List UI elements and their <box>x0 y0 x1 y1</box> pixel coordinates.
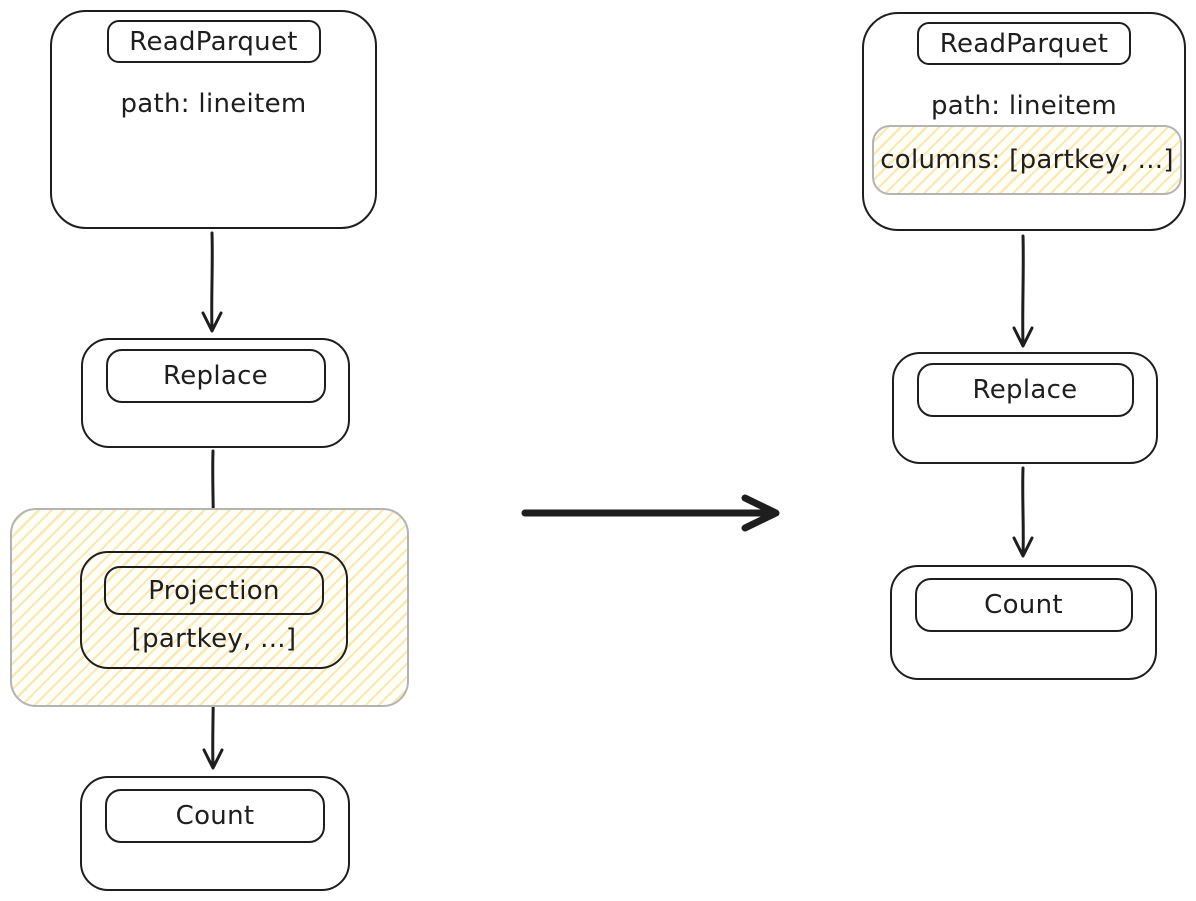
node-title: Projection <box>104 566 324 615</box>
node-title: Count <box>914 578 1133 632</box>
node-prop-columns: [partkey, ...] <box>131 624 297 654</box>
arrow-right-replace-to-count <box>1012 466 1034 558</box>
node-title: ReadParquet <box>106 20 321 63</box>
plan-rewrite-arrow <box>521 494 780 532</box>
arrow-left-readparquet-to-replace <box>201 231 223 333</box>
node-title: Replace <box>916 363 1134 417</box>
node-replace-right: Replace <box>892 352 1158 464</box>
node-projection-left: Projection [partkey, ...] <box>80 551 348 669</box>
node-count-left: Count <box>80 776 350 891</box>
node-readparquet-left: ReadParquet path: lineitem <box>50 10 377 229</box>
node-title: Count <box>105 789 325 843</box>
node-readparquet-right: ReadParquet path: lineitem columns: [par… <box>862 12 1186 231</box>
node-prop-path: path: lineitem <box>931 91 1117 121</box>
projection-highlight-region <box>10 508 409 707</box>
node-prop-path: path: lineitem <box>120 89 307 119</box>
node-replace-left: Replace <box>81 338 350 448</box>
node-count-right: Count <box>890 565 1157 680</box>
node-title: Replace <box>105 349 326 403</box>
arrow-right-readparquet-to-replace <box>1012 234 1034 348</box>
node-title: ReadParquet <box>917 22 1131 65</box>
columns-highlight-field: columns: [partkey, ...] <box>872 125 1182 195</box>
